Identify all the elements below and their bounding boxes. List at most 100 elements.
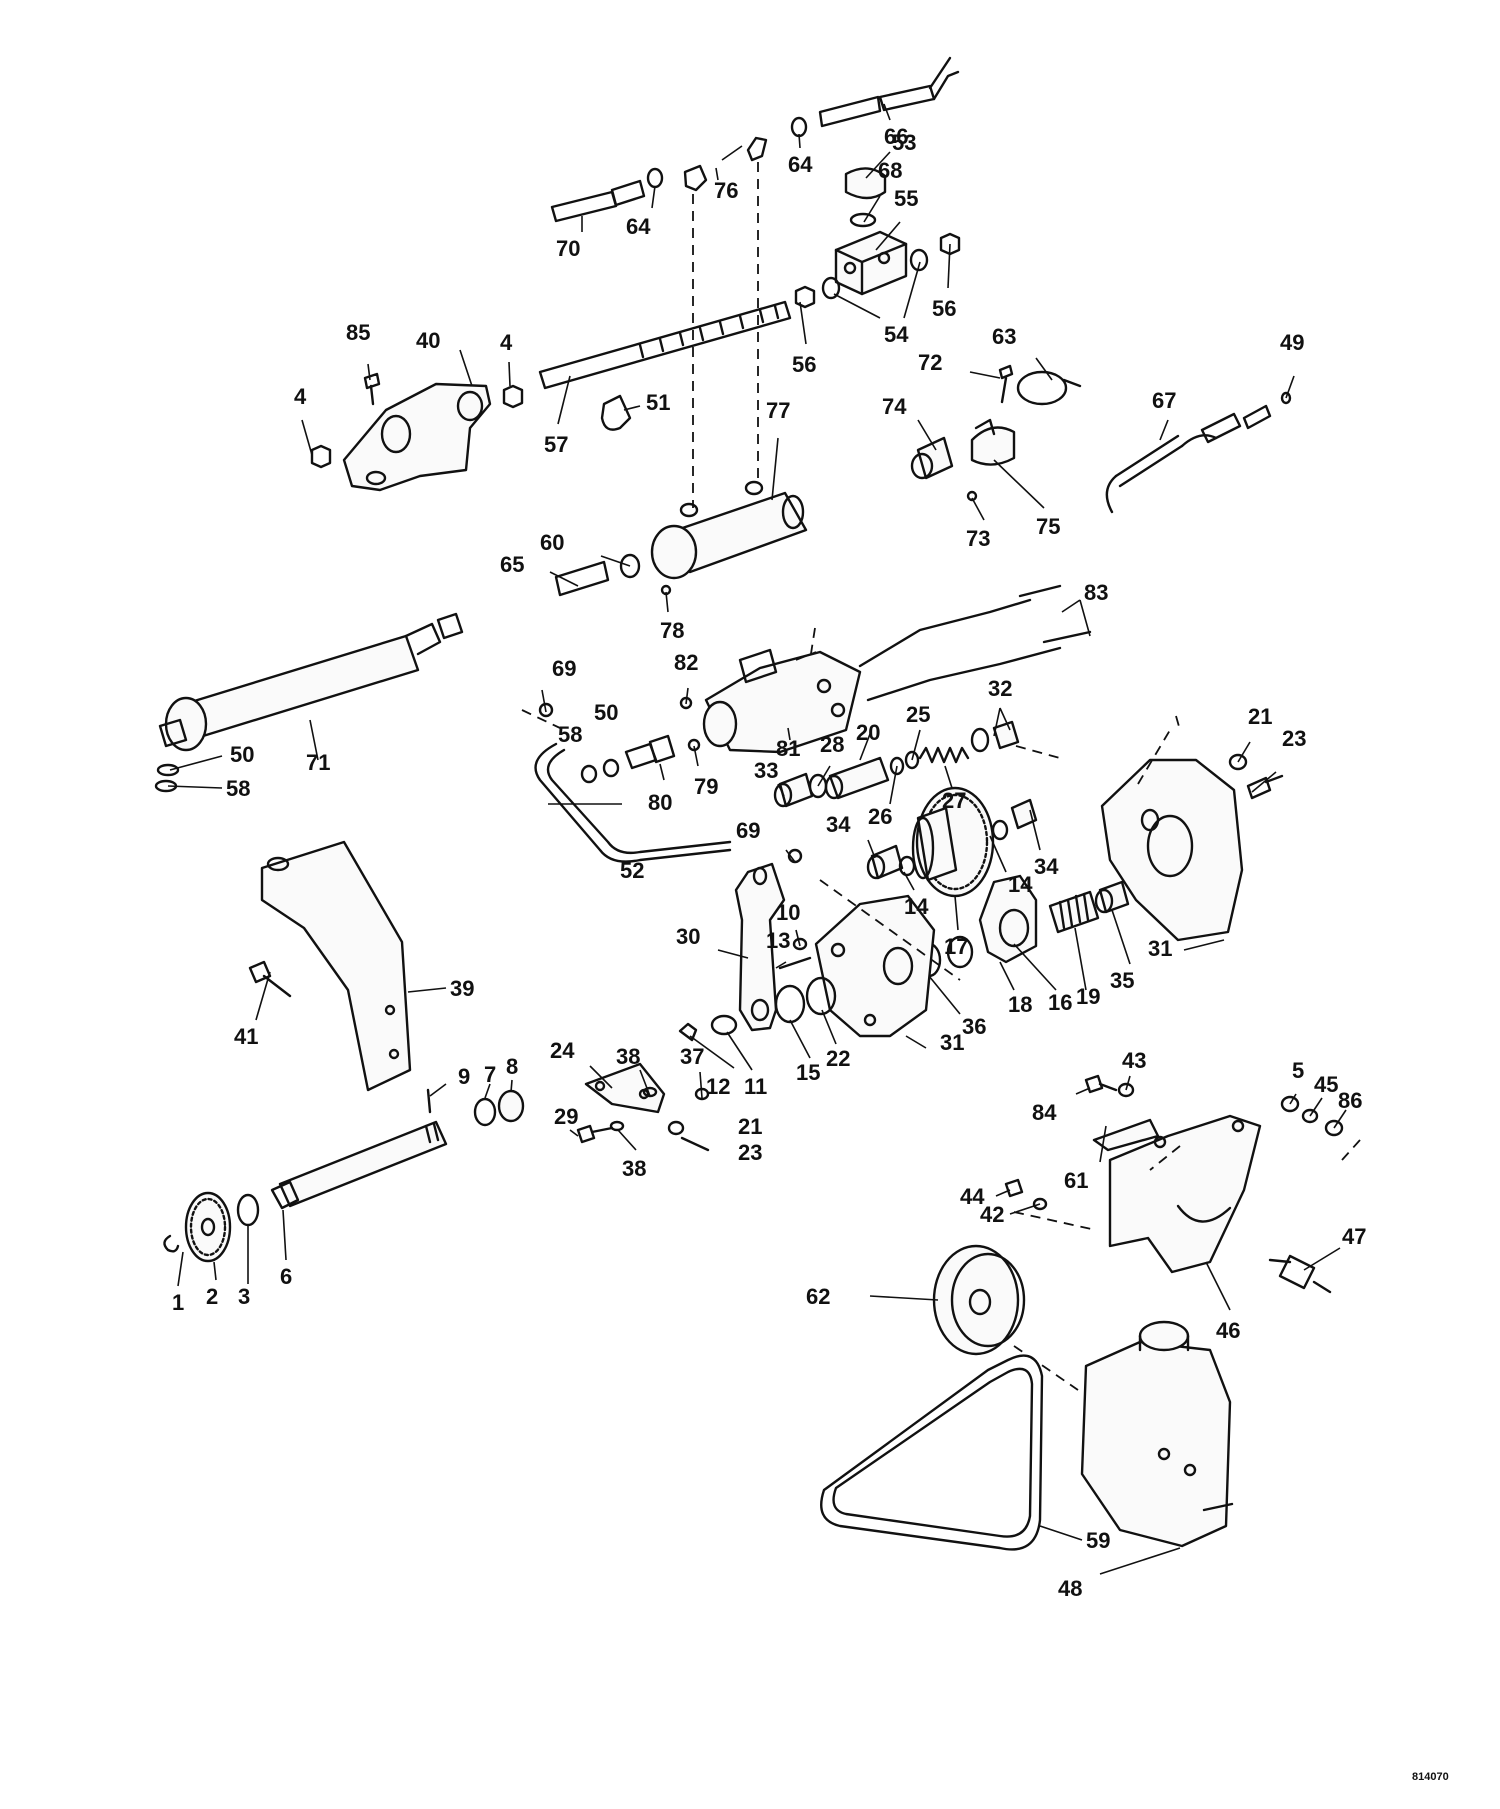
callout-36: 36 bbox=[962, 1014, 986, 1039]
part-washer-3 bbox=[236, 1193, 260, 1227]
part-roller-74 bbox=[910, 436, 954, 480]
part-hose-83 bbox=[858, 584, 1092, 702]
callout-10: 10 bbox=[776, 900, 800, 925]
callout-4a: 4 bbox=[294, 384, 307, 409]
part-nut-10 bbox=[792, 937, 808, 951]
assembly-dashed-lines bbox=[521, 162, 1361, 1391]
part-lever-30 bbox=[734, 862, 786, 1032]
part-fitting-80 bbox=[624, 734, 676, 770]
part-spring-27 bbox=[918, 746, 970, 764]
part-clip-1 bbox=[163, 1234, 180, 1253]
callout-85: 85 bbox=[346, 320, 370, 345]
callout-28: 28 bbox=[820, 732, 844, 757]
callout-63: 63 bbox=[992, 324, 1016, 349]
callout-14a: 14 bbox=[904, 894, 929, 919]
callout-60: 60 bbox=[540, 530, 564, 555]
part-bracket-46 bbox=[1108, 1114, 1262, 1274]
part-cap-53 bbox=[844, 167, 887, 200]
callout-51: 51 bbox=[646, 390, 670, 415]
part-bolt-72 bbox=[998, 364, 1014, 404]
part-bracket-39 bbox=[260, 840, 412, 1092]
part-washer-11 bbox=[710, 1014, 738, 1036]
callout-56b: 56 bbox=[792, 352, 816, 377]
callout-69a: 69 bbox=[552, 656, 576, 681]
part-gear-2 bbox=[184, 1191, 232, 1263]
part-bolt-12 bbox=[678, 1022, 698, 1042]
part-tube-65 bbox=[554, 560, 610, 597]
part-washer-45 bbox=[1301, 1108, 1319, 1124]
part-tube-66 bbox=[818, 56, 960, 128]
callout-73: 73 bbox=[966, 526, 990, 551]
callout-22: 22 bbox=[826, 1046, 850, 1071]
part-nut-73 bbox=[966, 490, 978, 502]
part-bushing-35 bbox=[1094, 880, 1130, 914]
callout-24: 24 bbox=[550, 1038, 575, 1063]
callout-12: 12 bbox=[706, 1074, 730, 1099]
callout-38b: 38 bbox=[622, 1156, 646, 1181]
callout-7: 7 bbox=[484, 1062, 496, 1087]
callout-55: 55 bbox=[894, 186, 918, 211]
part-washer-50b bbox=[602, 758, 620, 778]
part-fitting-47 bbox=[1268, 1254, 1332, 1294]
part-tube-70 bbox=[550, 179, 646, 223]
callout-82: 82 bbox=[674, 650, 698, 675]
part-bolt-41 bbox=[248, 960, 292, 998]
callout-72: 72 bbox=[918, 350, 942, 375]
callout-50b: 50 bbox=[594, 700, 618, 725]
callout-35: 35 bbox=[1110, 968, 1134, 993]
callout-66: 66 bbox=[884, 124, 908, 149]
part-fitting-64a bbox=[646, 167, 664, 189]
part-tube-52 bbox=[534, 742, 732, 863]
callout-86: 86 bbox=[1338, 1088, 1362, 1113]
callout-50a: 50 bbox=[230, 742, 254, 767]
callout-84: 84 bbox=[1032, 1100, 1057, 1125]
callout-61: 61 bbox=[1064, 1168, 1088, 1193]
part-nut-21b bbox=[667, 1120, 685, 1136]
leader-lines bbox=[167, 103, 1347, 1575]
callout-45: 45 bbox=[1314, 1072, 1338, 1097]
callout-27: 27 bbox=[942, 788, 966, 813]
callout-16: 16 bbox=[1048, 990, 1072, 1015]
part-housing-31b bbox=[1100, 758, 1244, 942]
callout-71: 71 bbox=[306, 750, 330, 775]
part-washer-14b bbox=[991, 819, 1009, 841]
callout-15: 15 bbox=[796, 1060, 820, 1085]
callout-83: 83 bbox=[1084, 580, 1108, 605]
part-bearing-34b bbox=[1010, 798, 1038, 830]
callout-30: 30 bbox=[676, 924, 700, 949]
callout-74: 74 bbox=[882, 394, 907, 419]
part-nut-4b bbox=[502, 384, 524, 409]
callout-47: 47 bbox=[1342, 1224, 1366, 1249]
part-bolt-23a bbox=[1246, 774, 1284, 800]
callout-49: 49 bbox=[1280, 330, 1304, 355]
part-bolt-29 bbox=[576, 1124, 614, 1144]
part-nut-69a bbox=[538, 702, 554, 718]
callout-54: 54 bbox=[884, 322, 909, 347]
callout-69b: 69 bbox=[736, 818, 760, 843]
part-threaded-rod-57 bbox=[538, 300, 792, 390]
part-clamp-75 bbox=[970, 418, 1016, 466]
part-nut-86 bbox=[1324, 1119, 1344, 1137]
part-seal-60 bbox=[619, 553, 641, 579]
callout-23a: 23 bbox=[1282, 726, 1306, 751]
part-pin-13 bbox=[778, 956, 812, 970]
callout-56a: 56 bbox=[932, 296, 956, 321]
part-bracket-40 bbox=[342, 382, 492, 492]
part-clip-51 bbox=[600, 394, 632, 431]
callout-78: 78 bbox=[660, 618, 684, 643]
part-elbow-76a bbox=[683, 164, 708, 192]
callout-1: 1 bbox=[172, 1290, 184, 1315]
part-cylinder-77 bbox=[650, 480, 808, 580]
callout-21a: 21 bbox=[1248, 704, 1272, 729]
part-washer-38b bbox=[609, 1120, 625, 1132]
callout-17: 17 bbox=[944, 934, 968, 959]
part-gear-17 bbox=[911, 786, 995, 898]
part-pin-9 bbox=[426, 1088, 432, 1114]
callout-67: 67 bbox=[1152, 388, 1176, 413]
callout-43: 43 bbox=[1122, 1048, 1146, 1073]
callout-3: 3 bbox=[238, 1284, 250, 1309]
callout-46: 46 bbox=[1216, 1318, 1240, 1343]
part-bearing-34a bbox=[866, 844, 904, 880]
part-block-55 bbox=[834, 230, 908, 296]
part-fitting-49 bbox=[1242, 391, 1292, 430]
